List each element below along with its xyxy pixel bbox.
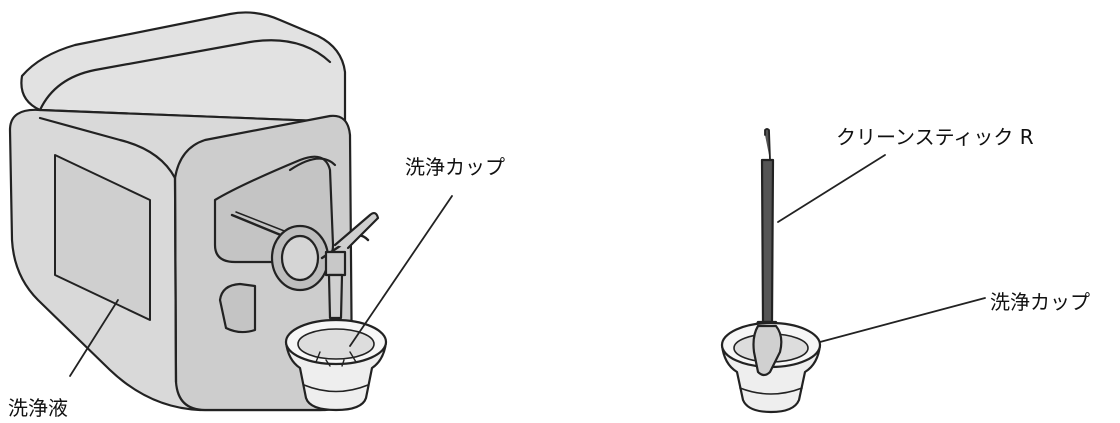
cleaning-liquid-container — [8, 11, 380, 412]
leader-lines — [69, 154, 986, 377]
cleaning-cup-right — [720, 321, 822, 414]
leader-stick — [777, 154, 886, 223]
leader-cup-right — [819, 297, 986, 343]
leader-liquid — [69, 299, 119, 377]
cleaning-liquid-label: 洗浄液 — [8, 396, 68, 420]
cleaning-cup-label-right: 洗浄カップ — [990, 290, 1090, 314]
cleaning-cup-left — [284, 318, 388, 412]
cleaning-cup-label-left: 洗浄カップ — [405, 155, 505, 179]
clean-stick-label: クリーンスティック R — [836, 125, 1034, 149]
leader-cup-left — [349, 195, 453, 347]
